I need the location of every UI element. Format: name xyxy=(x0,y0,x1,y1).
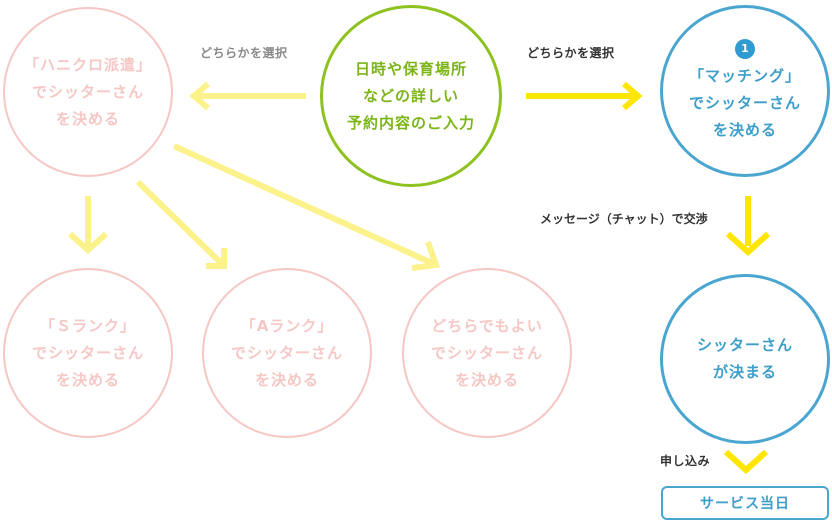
node-haniclo: 「ハニクロ派遣」 でシッターさん を決める xyxy=(3,7,173,177)
node-decided-line-1: シッターさん xyxy=(696,336,793,354)
node-start-line-1: 日時や保育場所 xyxy=(354,59,467,78)
node-decided-line-2: が決まる xyxy=(712,363,777,381)
node-either-line-3: を決める xyxy=(454,370,519,389)
label-message-negotiation: メッセージ（チャット）で交渉 xyxy=(540,212,708,226)
node-a-rank-line-1: 「Aランク」 xyxy=(240,316,334,335)
label-choose-right: どちらかを選択 xyxy=(527,46,615,60)
arrow-to-haniclo xyxy=(189,81,306,111)
node-decided: シッターさん が決まる xyxy=(660,274,830,444)
node-service-day: サービス当日 xyxy=(661,486,829,520)
node-haniclo-line-2: でシッターさん xyxy=(31,82,144,101)
node-start-line-2: などの詳しい xyxy=(362,86,459,105)
step-number-badge: 1 xyxy=(735,38,755,59)
node-matching-line-1: 「マッチング」 xyxy=(688,66,801,85)
node-either-line-2: でシッターさん xyxy=(430,343,543,362)
node-haniclo-line-3: を決める xyxy=(55,109,120,128)
node-matching-line-2: でシッターさん xyxy=(688,93,801,112)
node-a-rank: 「Aランク」 でシッターさん を決める xyxy=(202,268,372,438)
label-choose-left: どちらかを選択 xyxy=(200,46,288,60)
node-s-rank-line-3: を決める xyxy=(55,370,120,389)
node-matching: 1 「マッチング」 でシッターさん を決める xyxy=(660,5,830,177)
node-start: 日時や保育場所 などの詳しい 予約内容のご入力 xyxy=(320,5,502,187)
node-start-line-3: 予約内容のご入力 xyxy=(346,113,475,132)
node-either-line-1: どちらでもよい xyxy=(431,316,543,335)
node-service-day-label: サービス当日 xyxy=(700,496,790,512)
arrow-to-matching xyxy=(526,81,643,111)
arrow-to-a-rank xyxy=(135,179,227,269)
label-apply: 申し込み xyxy=(660,454,711,468)
node-haniclo-line-1: 「ハニクロ派遣」 xyxy=(23,55,152,74)
node-s-rank-line-1: 「Ｓランク」 xyxy=(39,316,136,335)
node-a-rank-line-2: でシッターさん xyxy=(230,343,343,362)
arrow-to-end xyxy=(723,449,769,475)
node-s-rank-line-2: でシッターさん xyxy=(31,343,144,362)
arrow-to-decided xyxy=(725,196,771,257)
node-s-rank: 「Ｓランク」 でシッターさん を決める xyxy=(3,268,173,438)
node-either: どちらでもよい でシッターさん を決める xyxy=(402,268,572,438)
arrow-to-s-rank xyxy=(68,196,108,255)
arrow-to-either xyxy=(172,143,441,271)
node-matching-line-3: を決める xyxy=(712,120,777,139)
node-a-rank-line-3: を決める xyxy=(254,370,319,389)
